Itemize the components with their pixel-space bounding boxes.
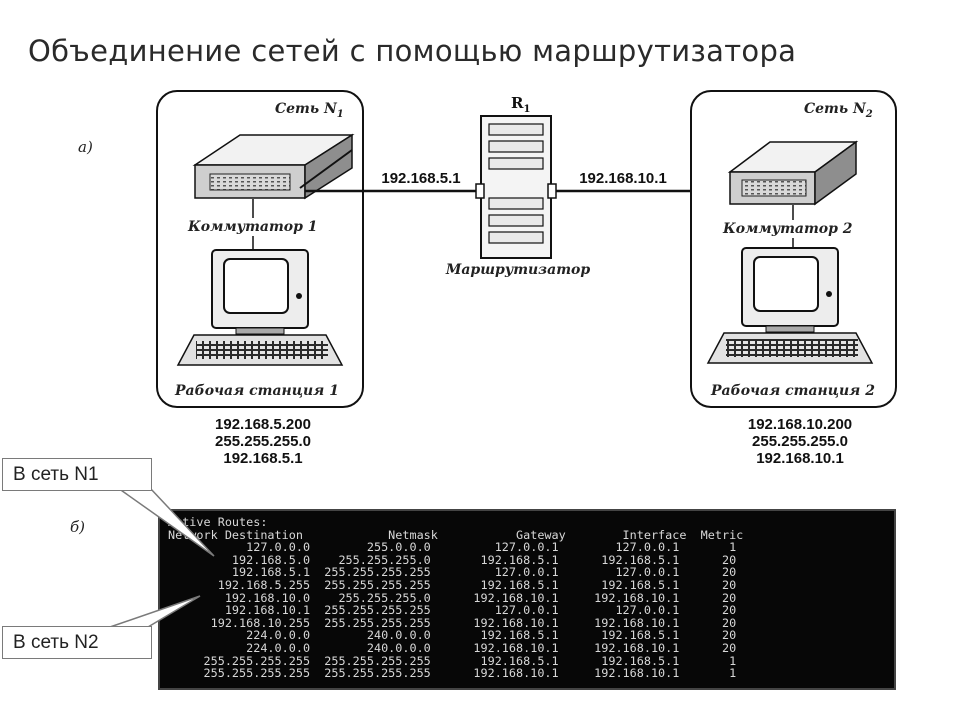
router-right-ip: 192.168.10.1 (579, 170, 667, 187)
routing-table-row: 255.255.255.255 255.255.255.255 192.168.… (203, 653, 737, 668)
routing-table-row: 224.0.0.0 240.0.0.0 192.168.10.1 192.168… (246, 640, 737, 655)
network-1-title: Сеть N1 (275, 101, 344, 120)
routing-table-row: 255.255.255.255 255.255.255.255 192.168.… (203, 666, 737, 681)
switch-1-label: Коммутатор 1 (187, 219, 318, 235)
workstation-1-icon (176, 249, 344, 366)
routing-table-row: 192.168.10.255 255.255.255.255 192.168.1… (210, 615, 737, 630)
routing-table-row: 192.168.10.1 255.255.255.255 127.0.0.1 1… (224, 603, 737, 618)
routing-table: Active Routes: Network Destination Netma… (160, 511, 894, 680)
workstation-1-label: Рабочая станция 1 (174, 383, 339, 399)
switch-2-icon (727, 140, 859, 206)
router-icon (475, 115, 557, 259)
figure-a-label: а) (78, 138, 93, 156)
workstation-1-ip: 192.168.5.200 (215, 416, 311, 433)
network-2-title: Сеть N2 (804, 101, 873, 120)
workstation-2-ip: 192.168.10.200 (748, 416, 852, 433)
routing-table-console: Active Routes: Network Destination Netma… (158, 509, 896, 690)
routing-table-row: 192.168.5.1 255.255.255.255 127.0.0.1 12… (231, 565, 737, 580)
workstation-1-mask: 255.255.255.0 (215, 433, 311, 450)
workstation-2-icon (706, 247, 874, 364)
switch-1-icon (192, 133, 355, 200)
router-name: R1 (511, 94, 530, 115)
routing-table-row: 192.168.5.0 255.255.255.0 192.168.5.1 19… (231, 552, 737, 567)
callout-to-network-1: В сеть N1 (2, 458, 152, 491)
routing-table-row: 192.168.10.0 255.255.255.0 192.168.10.1 … (224, 590, 737, 605)
routing-table-row: 224.0.0.0 240.0.0.0 192.168.5.1 192.168.… (246, 628, 737, 643)
router-left-ip: 192.168.5.1 (381, 170, 460, 187)
workstation-1-gateway: 192.168.5.1 (223, 450, 302, 467)
switch-2-label: Коммутатор 2 (722, 221, 853, 237)
callout-to-network-2: В сеть N2 (2, 626, 152, 659)
routing-table-row: 192.168.5.255 255.255.255.255 192.168.5.… (217, 577, 737, 592)
figure-b-label: б) (70, 518, 85, 536)
workstation-2-mask: 255.255.255.0 (752, 433, 848, 450)
router-caption: Маршрутизатор (445, 262, 590, 278)
routing-table-row: 127.0.0.0 255.0.0.0 127.0.0.1 127.0.0.1 … (246, 540, 737, 555)
workstation-2-label: Рабочая станция 2 (710, 383, 875, 399)
workstation-2-gateway: 192.168.10.1 (756, 450, 844, 467)
page-title: Объединение сетей с помощью маршрутизато… (28, 34, 797, 68)
